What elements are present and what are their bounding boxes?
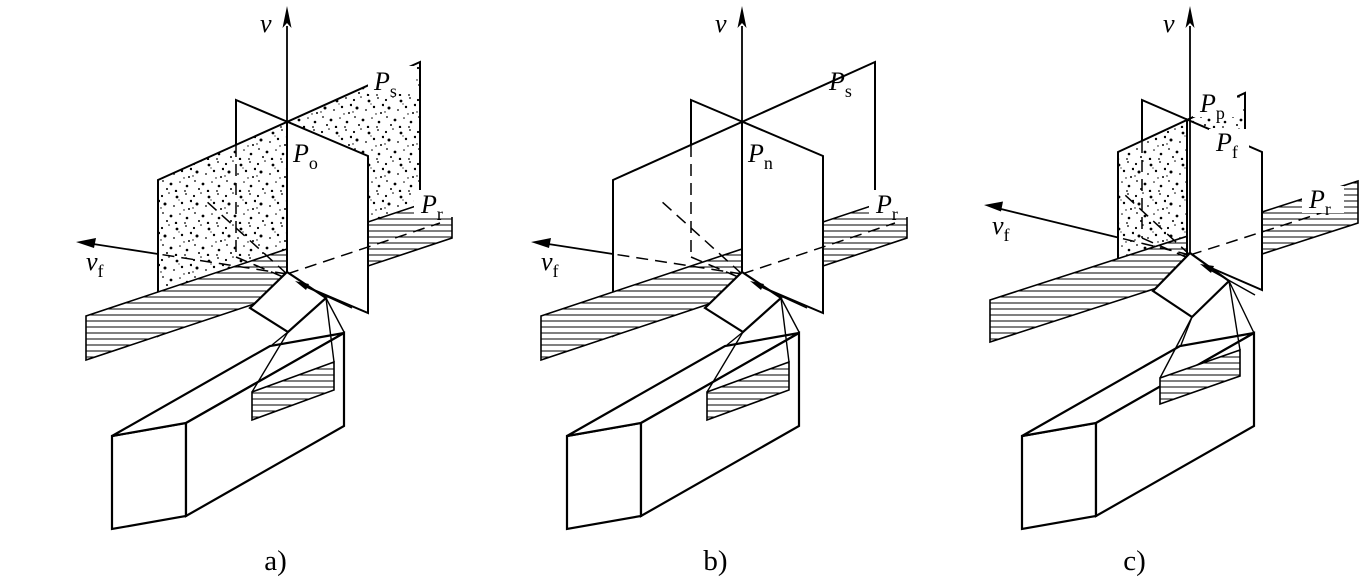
tool-notch (1159, 280, 1241, 406)
label-ps: Ps (373, 67, 397, 101)
label-pf-backing (1209, 129, 1249, 156)
tip-leader-arrow (295, 281, 353, 309)
panel-a-drawing: v vf Ps Po Pr (76, 6, 454, 531)
hidden-edges (157, 145, 441, 280)
label-pr-backing (1302, 186, 1344, 213)
label-ps: Ps (828, 67, 852, 101)
label-po: Po (292, 139, 318, 173)
feed-arrow (76, 238, 159, 255)
tip-leader-arrow (1200, 264, 1256, 296)
tool-shank (565, 331, 801, 531)
label-pf: Pf (1215, 128, 1238, 162)
label-v: v (715, 9, 727, 38)
tool-shank (110, 331, 346, 531)
panel-c: v vf Pp Pf Pr c) (910, 0, 1359, 584)
label-vf: vf (541, 247, 559, 281)
tip-leader-arrow (750, 281, 808, 309)
feed-arrow (531, 238, 614, 255)
label-pp: Pp (1199, 89, 1225, 123)
velocity-arrow (282, 6, 292, 272)
feed-arrow (984, 201, 1119, 239)
label-pr: Pr (875, 190, 898, 224)
panel-c-caption: c) (1123, 545, 1146, 577)
panel-b-caption: b) (703, 545, 728, 577)
label-pr: Pr (1308, 185, 1331, 219)
panel-a: v vf Ps Po Pr a) (0, 0, 455, 584)
label-vf: vf (992, 211, 1010, 245)
velocity-arrow (737, 6, 747, 272)
velocity-arrow (1185, 6, 1195, 253)
panel-c-drawing: v vf Pp Pf Pr (984, 6, 1359, 531)
panel-a-caption: a) (264, 545, 287, 577)
label-pp-backing (1193, 90, 1237, 117)
hidden-edges (1117, 141, 1341, 259)
panel-b: v vf Ps Pn Pr b) (455, 0, 910, 584)
label-vf: vf (86, 247, 104, 281)
label-v: v (1163, 9, 1175, 38)
hidden-edges (612, 145, 896, 280)
tool-notch (251, 297, 335, 422)
label-pn: Pn (747, 139, 773, 173)
tool-notch (706, 297, 790, 422)
label-v: v (260, 9, 272, 38)
panel-b-drawing: v vf Ps Pn Pr (531, 6, 909, 531)
label-ps-backing (368, 66, 416, 94)
label-pr-backing (414, 190, 454, 217)
label-pr-backing (869, 190, 909, 217)
label-pr: Pr (420, 190, 443, 224)
